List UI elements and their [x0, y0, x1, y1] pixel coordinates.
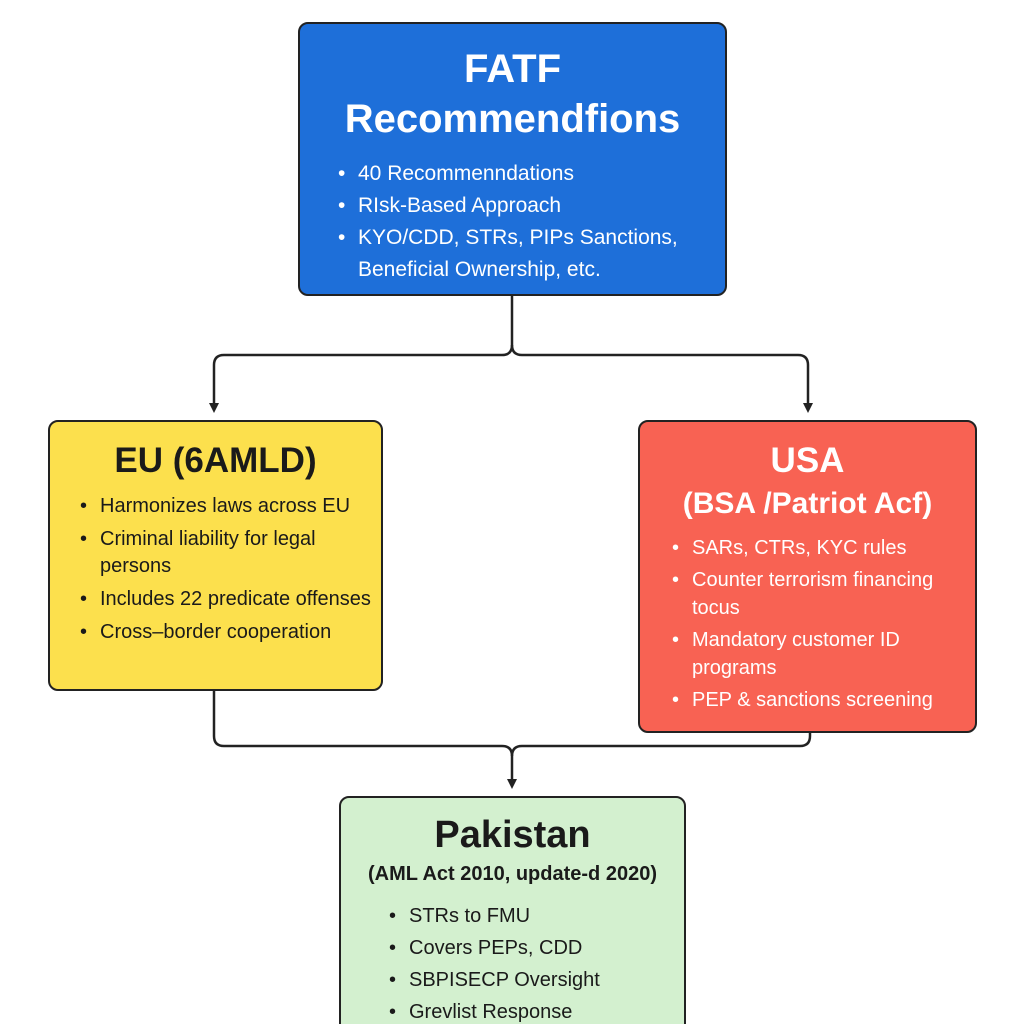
connector-eu-to-pakistan — [212, 691, 517, 789]
list-item: KYO/CDD, STRs, PIPs Sanctions, Beneficia… — [336, 222, 715, 286]
list-item: Covers PEPs, CDD — [387, 932, 676, 964]
pakistan-node: Pakistan (AML Act 2010, update-d 2020) S… — [339, 796, 686, 1024]
usa-subtitle: (BSA /Patriot Acf) — [682, 487, 933, 520]
connector-fatf-to-eu — [209, 296, 514, 413]
list-item: SARs, CTRs, KYC rules — [670, 534, 967, 562]
connector-usa-to-pakistan — [510, 733, 812, 757]
pakistan-title: Pakistan — [434, 814, 591, 856]
pakistan-subtitle: (AML Act 2010, update-d 2020) — [368, 863, 657, 885]
usa-node: USA (BSA /Patriot Acf) SARs, CTRs, KYC r… — [638, 420, 977, 733]
list-item: RIsk-Based Approach — [336, 190, 715, 222]
usa-title: USA — [770, 441, 845, 480]
list-item: Includes 22 predicate offenses — [78, 586, 371, 613]
list-item: Mandatory customer ID programs — [670, 626, 967, 682]
usa-list: SARs, CTRs, KYC rules Counter terrorism … — [640, 534, 975, 714]
fatf-node: FATF Recommendfions 40 Recommenndations … — [298, 22, 727, 296]
eu-title: EU (6AMLD) — [114, 441, 317, 480]
list-item: SBPISECP Oversight — [387, 964, 676, 996]
fatf-list: 40 Recommenndations RIsk-Based Approach … — [300, 158, 725, 286]
list-item: PEP & sanctions screening — [670, 686, 967, 714]
list-item: Harmonizes laws across EU — [78, 493, 371, 520]
connector-fatf-to-usa — [510, 344, 813, 413]
fatf-title: FATF Recommendfions — [300, 44, 725, 144]
fatf-title-line2: Recommendfions — [344, 97, 681, 141]
list-item: Grevlist Response — [387, 996, 676, 1024]
fatf-title-line1: FATF — [463, 47, 561, 91]
pakistan-list: STRs to FMU Covers PEPs, CDD SBPISECP Ov… — [341, 900, 684, 1024]
list-item: STRs to FMU — [387, 900, 676, 932]
list-item: Criminal liability for legal persons — [78, 526, 371, 580]
eu-node: EU (6AMLD) Harmonizes laws across EU Cri… — [48, 420, 383, 691]
list-item: 40 Recommenndations — [336, 158, 715, 190]
list-item: Cross–border cooperation — [78, 619, 371, 646]
list-item: Counter terrorism financing tocus — [670, 566, 967, 622]
eu-list: Harmonizes laws across EU Criminal liabi… — [50, 493, 381, 646]
